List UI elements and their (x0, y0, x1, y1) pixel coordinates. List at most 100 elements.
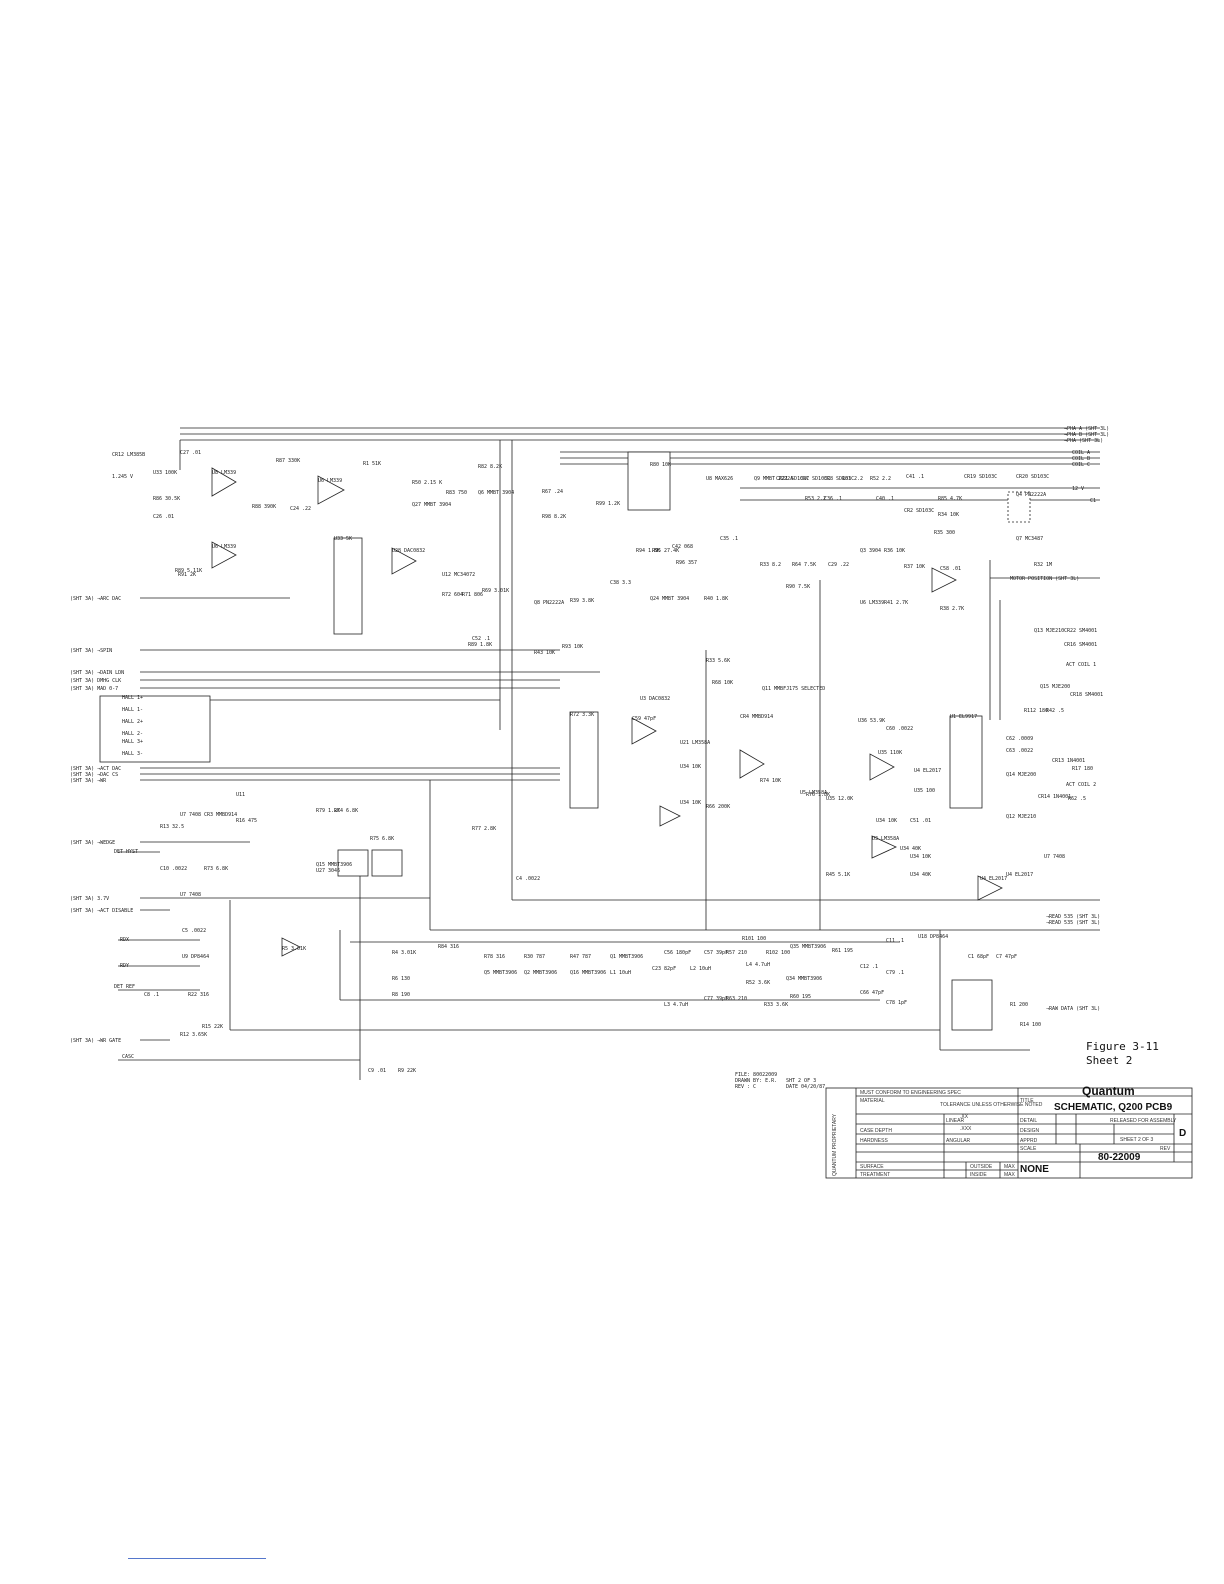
component-label: C35 .1 (720, 536, 738, 542)
input-det-hyst: DET HYST (114, 849, 138, 855)
ic-u8-max626 (627, 451, 671, 511)
input-rdy: RDY (120, 963, 129, 969)
component-label: U4 EL2017 (980, 876, 1007, 882)
component-label: R41 2.7K (884, 600, 908, 606)
input-3v7: (SHT 3A) 3.7V (70, 896, 109, 902)
output-act-coil-2: ACT COIL 2 (1066, 782, 1096, 788)
component-label: Q1 MMBT3906 (610, 954, 643, 960)
left-input-labels: (SHT 3A) →ARC DAC (SHT 3A) →SPIN (SHT 3A… (70, 596, 143, 1060)
component-label: L3 4.7uH (664, 1002, 688, 1008)
component-label: R79 1.2K (316, 808, 340, 814)
component-label: R43 10K (534, 650, 555, 656)
component-label: R38 2.7K (940, 606, 964, 612)
component-label: R72 604 (442, 592, 463, 598)
component-label: C57 39pF (704, 950, 728, 956)
component-label: CR20 SD103C (1016, 474, 1049, 480)
tb-scale: NONE (1020, 1164, 1049, 1175)
component-label: R53 2.2 (805, 496, 826, 502)
tb-inside: INSIDE (970, 1172, 987, 1178)
input-hall-2p: HALL 2+ (122, 719, 143, 725)
component-label: R14 100 (1020, 1022, 1041, 1028)
left-input-wires (118, 597, 600, 1061)
component-label: R17 180 (1072, 766, 1093, 772)
component-label: R32 1M (1034, 562, 1052, 568)
op-amp-u6-b (211, 541, 237, 569)
component-label: U34 40K (900, 846, 921, 852)
tb-scale-label: SCALE (1020, 1146, 1037, 1152)
component-label: Q16 MMBT3906 (570, 970, 606, 976)
ic-u1-el9917 (949, 715, 983, 809)
component-label: Q34 MMBT3906 (786, 976, 822, 982)
component-label: R93 10K (562, 644, 583, 650)
component-label: R63 210 (726, 996, 747, 1002)
component-label: U36 53.9K (858, 718, 885, 724)
component-label: R15 22K (202, 1024, 223, 1030)
tb-surface: SURFACE (860, 1164, 884, 1170)
component-label: R4 3.01K (392, 950, 416, 956)
component-label: U28 DAC0832 (392, 548, 425, 554)
component-label: CR18 SM4001 (1070, 692, 1103, 698)
tb-released: RELEASED FOR ASSEMBLY (1110, 1118, 1177, 1124)
component-label: R50 2.15 K (412, 480, 442, 486)
component-label: R33 5.6K (706, 658, 730, 664)
component-label: U34 40K (910, 872, 931, 878)
component-label: R61 195 (832, 948, 853, 954)
component-label: U33 100K (153, 470, 177, 476)
component-label: Q15 MJE200 (1040, 684, 1070, 690)
component-label: L4 4.7uH (746, 962, 770, 968)
component-label: R33 3.6K (764, 1002, 788, 1008)
component-label: R89 5.11K (175, 568, 202, 574)
component-label: U6 LM339 (212, 544, 236, 550)
component-label: C51 .01 (910, 818, 931, 824)
component-label: C56 180pF (664, 950, 691, 956)
op-amp-u8 (211, 467, 237, 497)
output-pha-b: →PHA B (SHT 3L) (1064, 432, 1109, 438)
component-label: C26 .01 (153, 514, 174, 520)
component-label: R99 1.2K (596, 501, 620, 507)
input-det-ref: DET REF (114, 984, 135, 990)
component-label: R5 3.01K (282, 946, 306, 952)
component-label: Q9 MMBT 2222A (754, 476, 793, 482)
input-hall-2m: HALL 2- (122, 731, 143, 737)
component-label: 1.245 V (112, 474, 133, 480)
ic-u3-dac0832 (569, 711, 599, 809)
component-label: C27 .01 (180, 450, 201, 456)
component-label: C66 47pF (860, 990, 884, 996)
box-u27-3046 (337, 849, 403, 877)
tb-rev-label: REV (1160, 1146, 1171, 1152)
output-pha-a: →PHA A (SHT 3L) (1064, 426, 1109, 432)
component-label: U7 7408 (180, 812, 201, 818)
component-label: Q3 3904 (860, 548, 881, 554)
component-label: C4 .0022 (516, 876, 540, 882)
component-label: C36 .1 (824, 496, 842, 502)
component-label: U4 EL2017 (914, 768, 941, 774)
component-label: R30 787 (524, 954, 545, 960)
component-label: U1 EL9917 (950, 714, 977, 720)
component-label: R102 100 (766, 950, 790, 956)
tb-design: DESIGN (1020, 1128, 1040, 1134)
component-label: R101 100 (742, 936, 766, 942)
component-label: R82 8.2K (478, 464, 502, 470)
component-label: C29 .22 (828, 562, 849, 568)
op-amp-u31 (659, 805, 681, 827)
component-label: R77 2.8K (472, 826, 496, 832)
component-label: U3 LM358A (872, 836, 899, 842)
component-label: R85 4.7K (938, 496, 962, 502)
tb-detail: DETAIL (1020, 1118, 1037, 1124)
file-rev: REV : C (735, 1084, 756, 1090)
input-wedge: (SHT 3A) →WEDGE (70, 840, 115, 846)
tb-linear-xxx: .XXX (960, 1126, 972, 1132)
tb-case-depth: CASE DEPTH (860, 1128, 892, 1134)
component-label: C7 47pF (996, 954, 1017, 960)
component-label: C8 .1 (144, 992, 159, 998)
component-label: Q15 MMBT3906 (316, 862, 352, 868)
component-label: Q4 PN2222A (1016, 492, 1046, 498)
figure-caption-line2: Sheet 2 (1086, 1054, 1132, 1067)
op-amp-u12 (391, 547, 417, 575)
component-label: U35 12.0K (826, 796, 853, 802)
component-label: U6 LM339 (860, 600, 884, 606)
component-label: CR22 SM4001 (1064, 628, 1097, 634)
component-label: R1 200 (1010, 1002, 1028, 1008)
tb-material: MATERIAL (860, 1098, 885, 1104)
